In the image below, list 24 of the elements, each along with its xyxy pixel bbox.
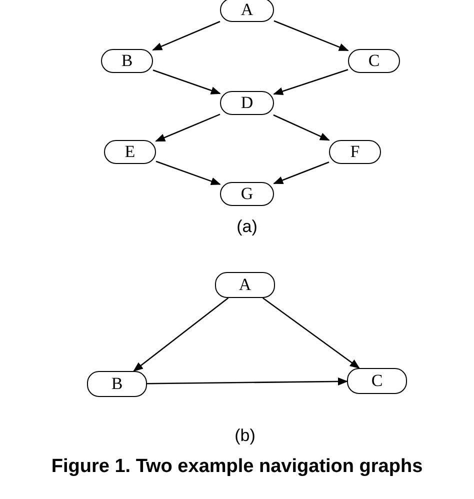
subfigure-label: (a) xyxy=(236,217,258,237)
rounded-node: G xyxy=(220,182,274,206)
arrow xyxy=(155,114,220,142)
figure-caption: Figure 1. Two example navigation graphs xyxy=(50,456,424,478)
arrow xyxy=(147,377,348,386)
arrow xyxy=(262,297,360,369)
rounded-node: F xyxy=(329,140,381,164)
arrow xyxy=(274,20,349,52)
rounded-node: D xyxy=(220,91,274,115)
arrow xyxy=(152,69,221,94)
arrow xyxy=(152,20,220,51)
rounded-node: C xyxy=(348,49,400,73)
rounded-node: B xyxy=(87,371,147,397)
rounded-node: C xyxy=(347,368,407,394)
rounded-node: E xyxy=(104,140,156,164)
rounded-node: A xyxy=(215,272,275,298)
rounded-node: B xyxy=(101,49,153,73)
subfigure-label: (b) xyxy=(234,426,256,446)
arrow xyxy=(273,114,330,141)
arrow xyxy=(156,160,221,186)
arrow xyxy=(133,297,229,372)
rounded-node: A xyxy=(220,0,274,22)
arrow xyxy=(273,68,348,96)
arrow xyxy=(273,162,330,184)
